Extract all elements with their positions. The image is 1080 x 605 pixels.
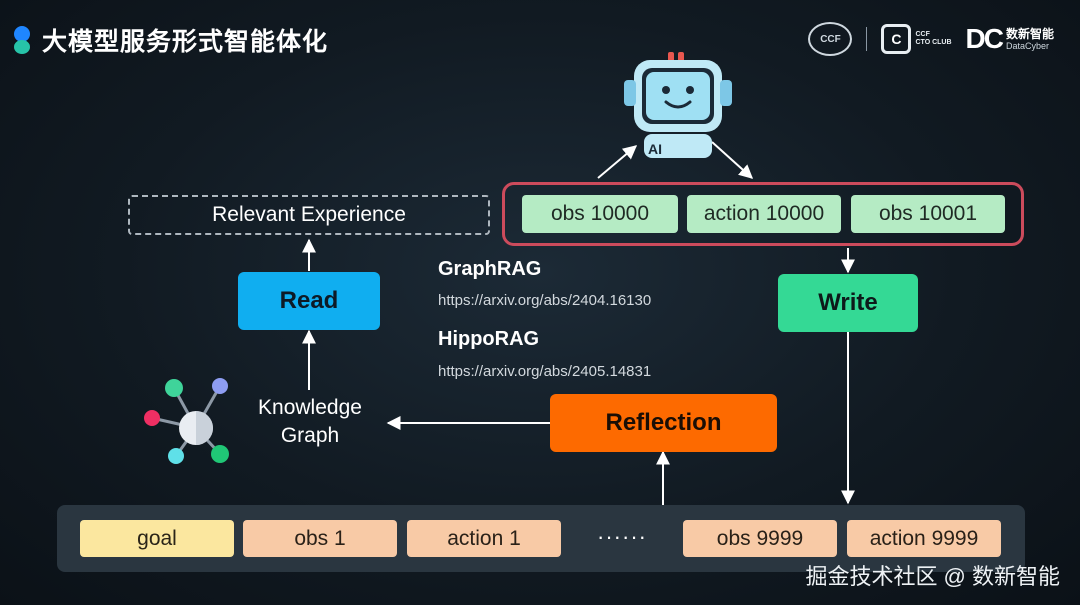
read-node: Read [238,272,380,330]
robot-ai-badge: AI [648,141,662,157]
knowledge-graph-icon [144,378,229,464]
memory-chip-3: obs 10001 [851,195,1005,233]
trajectory-obs-1: obs 1 [243,520,397,557]
ccf-seal-logo: CCF [808,22,853,56]
dc-name-cn: 数新智能 [1005,27,1054,41]
memory-chip-2: action 10000 [687,195,841,233]
ref-graphrag-title: GraphRAG [438,258,542,280]
trajectory-action-1: action 1 [407,520,561,557]
cto-line2: CTO CLUB [915,39,952,46]
title-bullet-icon [12,24,34,56]
knowledge-graph-label-line1: Knowledge [258,396,362,419]
trajectory-goal: goal [80,520,234,557]
trajectory-ellipsis: ······ [597,524,647,549]
arrow-robot-to-window [711,141,754,179]
knowledge-graph-label-line2: Graph [280,424,340,447]
dc-name-en: DataCyber [1005,41,1050,51]
memory-chip-1: obs 10000 [522,195,678,233]
knowledge-graph-label: Knowledge Graph [240,394,380,450]
write-node: Write [778,274,918,332]
trajectory-obs-9999: obs 9999 [683,520,837,557]
ref-hipporag-title: HippoRAG [438,328,540,350]
memory-window [502,182,1024,246]
page-title: 大模型服务形式智能体化 [42,28,329,56]
partner-logos: CCF C CCF CTO CLUB DC 数新智能 DataCyber [808,22,1054,56]
logo-divider [866,27,868,51]
cto-line1: CCF [915,31,930,38]
robot-agent-icon [624,52,732,158]
reflection-node: Reflection [550,394,777,452]
cto-club-logo: C CCF CTO CLUB [881,24,952,54]
datacyber-logo: DC 数新智能 DataCyber [966,23,1054,55]
ref-graphrag-url: https://arxiv.org/abs/2404.16130 [438,292,652,309]
dc-mark: DC [965,23,1004,54]
page-header: 大模型服务形式智能体化 [12,22,328,58]
cto-ring-icon: C [881,24,912,54]
arrow-window-to-robot [597,145,638,179]
trajectory-action-9999: action 9999 [847,520,1001,557]
relevant-experience-box: Relevant Experience [128,195,490,235]
watermark: 掘金技术社区 @ 数新智能 [805,564,1060,589]
ref-hipporag-url: https://arxiv.org/abs/2405.14831 [438,363,652,380]
